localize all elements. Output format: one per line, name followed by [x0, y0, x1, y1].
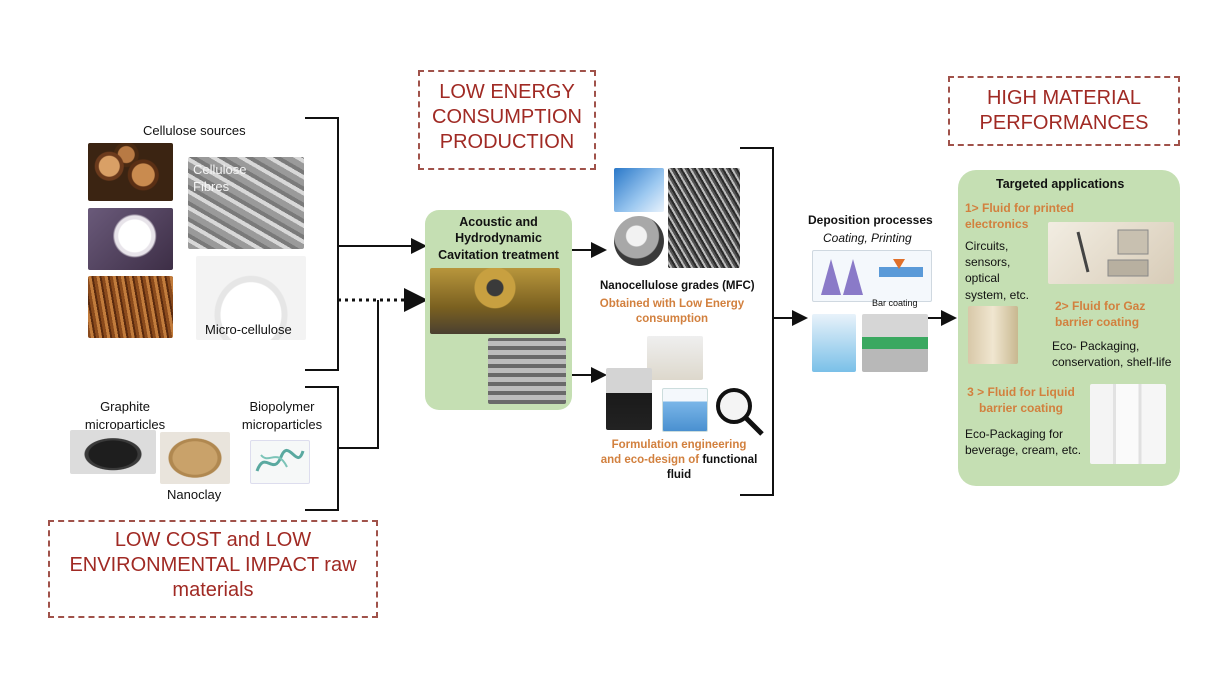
cotton-image [88, 208, 173, 270]
circuit-icon [1076, 229, 1149, 277]
low-cost-text: LOW COST and LOW ENVIRONMENTAL IMPACT ra… [69, 529, 357, 601]
deposition-subtitle: Coating, Printing [823, 231, 912, 245]
low-cost-box: LOW COST and LOW ENVIRONMENTAL IMPACT ra… [48, 520, 378, 618]
high-performance-text: HIGH MATERIAL PERFORMANCES [979, 87, 1149, 134]
nanocellulose-sem-image [668, 168, 740, 268]
nanoclay-image [160, 432, 230, 484]
wood-logs-image [88, 143, 173, 201]
formulation-line-d: fluid [666, 468, 692, 481]
low-energy-box: LOW ENERGY CONSUMPTION PRODUCTION [418, 70, 596, 170]
cavitation-plate-image [488, 338, 566, 404]
low-energy-text: LOW ENERGY CONSUMPTION PRODUCTION [432, 81, 582, 153]
beaker-image [662, 388, 708, 432]
bracket-outputs [740, 147, 774, 496]
gas-barrier-image [968, 306, 1018, 364]
printed-electronics-image [1048, 222, 1174, 284]
graphite-label: Graphite microparticles [84, 399, 166, 432]
cavitation-device-image [430, 268, 560, 334]
nanocellulose-grades-label: Nanocellulose grades (MFC) [600, 280, 755, 292]
spray-coating-icon [821, 259, 923, 295]
bracket-cellulose [305, 117, 339, 371]
biopolymer-chain-icon [255, 448, 305, 472]
biopolymer-image [250, 440, 310, 484]
line-particles-join [338, 300, 379, 449]
bar-coating-label: Bar coating [872, 298, 918, 308]
graphite-image [70, 430, 156, 474]
viscous-fluid-image [606, 368, 652, 430]
nanocellulose-film-image [614, 216, 664, 266]
app3-description: Eco-Packaging for beverage, cream, etc. [965, 427, 1082, 458]
nanocellulose-gel-image [614, 168, 664, 212]
cellulose-fibres-image [188, 157, 304, 249]
printing-sample-image [812, 314, 856, 372]
micro-cellulose-image [196, 256, 306, 340]
fluid-bottle-image [647, 336, 703, 380]
cellulose-fibres-label: Cellulose Fibres [193, 162, 247, 194]
biopolymer-label: Biopolymer microparticles [241, 399, 323, 432]
nanoclay-label: Nanoclay [167, 487, 222, 502]
milk-bottles-image [1090, 384, 1166, 464]
coconut-fibre-image [88, 276, 173, 338]
app2-title: 2> Fluid for Gaz barrier coating [1055, 299, 1146, 330]
app1-description: Circuits, sensors, optical system, etc. [965, 239, 1030, 302]
deposition-title: Deposition processes [808, 213, 933, 227]
app2-description: Eco- Packaging, conservation, shelf-life [1052, 339, 1172, 370]
formulation-line-a: Formulation engineering [611, 439, 747, 451]
applications-title: Targeted applications [996, 177, 1125, 191]
micro-cellulose-label: Micro-cellulose [205, 322, 292, 337]
low-energy-note: Obtained with Low Energy consumption [599, 298, 745, 325]
formulation-line-c: functional [702, 453, 758, 466]
coating-diagram-image [812, 250, 932, 302]
formulation-line-b: and eco-design of [600, 453, 700, 466]
app3-title: 3 > Fluid for Liquid barrier coating [967, 385, 1075, 416]
cellulose-sources-label: Cellulose sources [143, 123, 246, 138]
high-performance-box: HIGH MATERIAL PERFORMANCES [948, 76, 1180, 146]
formulation-label: Formulation engineering and eco-design o… [594, 438, 764, 483]
printer-machine-image [862, 314, 928, 372]
cavitation-label: Acoustic and Hydrodynamic Cavitation tre… [438, 215, 559, 262]
app1-title: 1> Fluid for printed electronics [965, 201, 1075, 232]
magnifier-icon [710, 384, 766, 440]
